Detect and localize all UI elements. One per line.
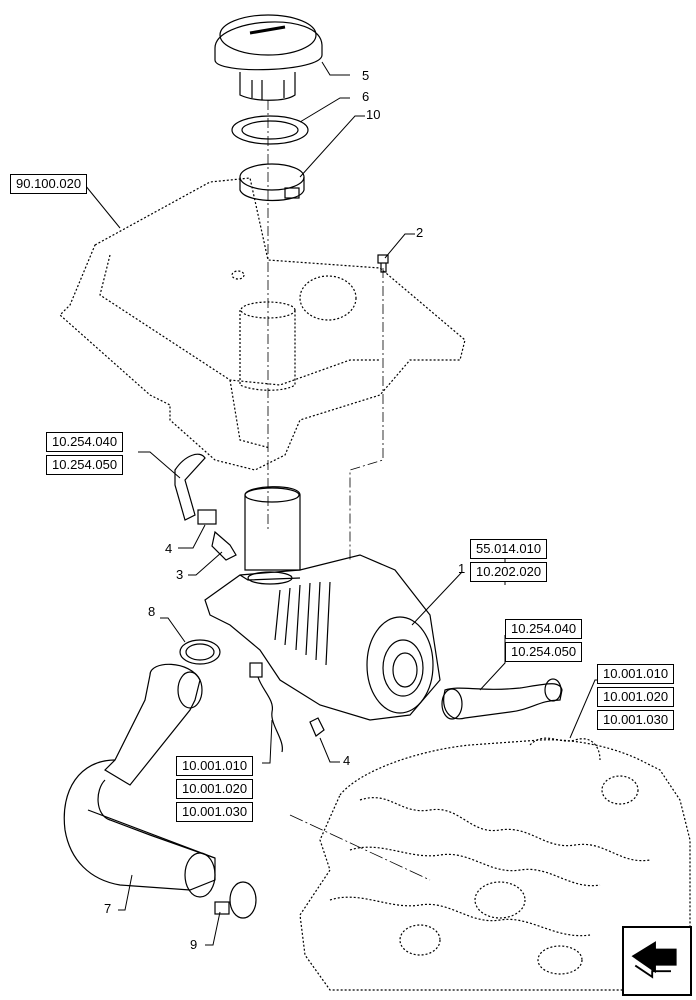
callout-8: 8 <box>148 604 156 619</box>
ref-group-mid-right: 55.014.010 10.202.020 <box>470 539 548 585</box>
ref-box-left-1[interactable]: 10.254.040 <box>46 432 124 452</box>
part-6-gasket <box>231 115 309 145</box>
ref-box-hood[interactable]: 90.100.020 <box>10 174 88 194</box>
ref-box-left-2[interactable]: 10.254.050 <box>46 455 124 475</box>
ref-box-far-right-3[interactable]: 10.001.030 <box>597 710 675 730</box>
callout-9: 9 <box>190 937 198 952</box>
ref-group-right: 10.254.040 10.254.050 <box>505 619 583 665</box>
ref-box-far-right-2[interactable]: 10.001.020 <box>597 687 675 707</box>
ref-box-right-1[interactable]: 10.254.040 <box>505 619 583 639</box>
engine-dotted <box>299 737 691 991</box>
part-1-air-filter <box>204 486 441 721</box>
ref-box-right-2[interactable]: 10.254.050 <box>505 642 583 662</box>
ref-box-bottom-mid-3[interactable]: 10.001.030 <box>176 802 254 822</box>
wiring-harness <box>249 662 283 753</box>
ref-box-mid-right-1[interactable]: 55.014.010 <box>470 539 548 559</box>
part-10-clamp <box>239 163 305 202</box>
part-9-hose-clamp <box>214 881 257 919</box>
callout-6: 6 <box>362 89 370 104</box>
part-3-sensor <box>211 530 237 561</box>
callout-4-lower: 4 <box>343 753 351 768</box>
outlet-hose-right <box>441 678 563 720</box>
ref-box-bottom-mid-2[interactable]: 10.001.020 <box>176 779 254 799</box>
ref-group-left: 10.254.040 10.254.050 <box>46 432 124 478</box>
part-2-bolt <box>377 254 389 273</box>
leader-lines <box>84 61 600 946</box>
callout-3: 3 <box>176 567 184 582</box>
ref-box-mid-right-2[interactable]: 10.202.020 <box>470 562 548 582</box>
callout-5: 5 <box>362 68 370 83</box>
part-5-intake-cap <box>214 14 323 101</box>
part-8-clamp-ring <box>179 639 221 665</box>
part-7-intake-hose <box>63 663 216 898</box>
callout-1: 1 <box>458 561 466 576</box>
engine-hood-dotted <box>59 177 466 471</box>
callout-2: 2 <box>416 225 424 240</box>
callout-4-upper: 4 <box>165 541 173 556</box>
ref-box-far-right-1[interactable]: 10.001.010 <box>597 664 675 684</box>
vent-hose-left <box>174 453 217 525</box>
ref-group-bottom-mid: 10.001.010 10.001.020 10.001.030 <box>176 756 254 825</box>
part-4-fitting-lower <box>309 717 325 737</box>
next-page-nav[interactable] <box>622 926 692 996</box>
ref-box-bottom-mid-1[interactable]: 10.001.010 <box>176 756 254 776</box>
callout-7: 7 <box>104 901 112 916</box>
ref-group-far-right: 10.001.010 10.001.020 10.001.030 <box>597 664 675 733</box>
callout-10: 10 <box>366 107 381 122</box>
arrow-next-page-icon <box>631 941 677 979</box>
